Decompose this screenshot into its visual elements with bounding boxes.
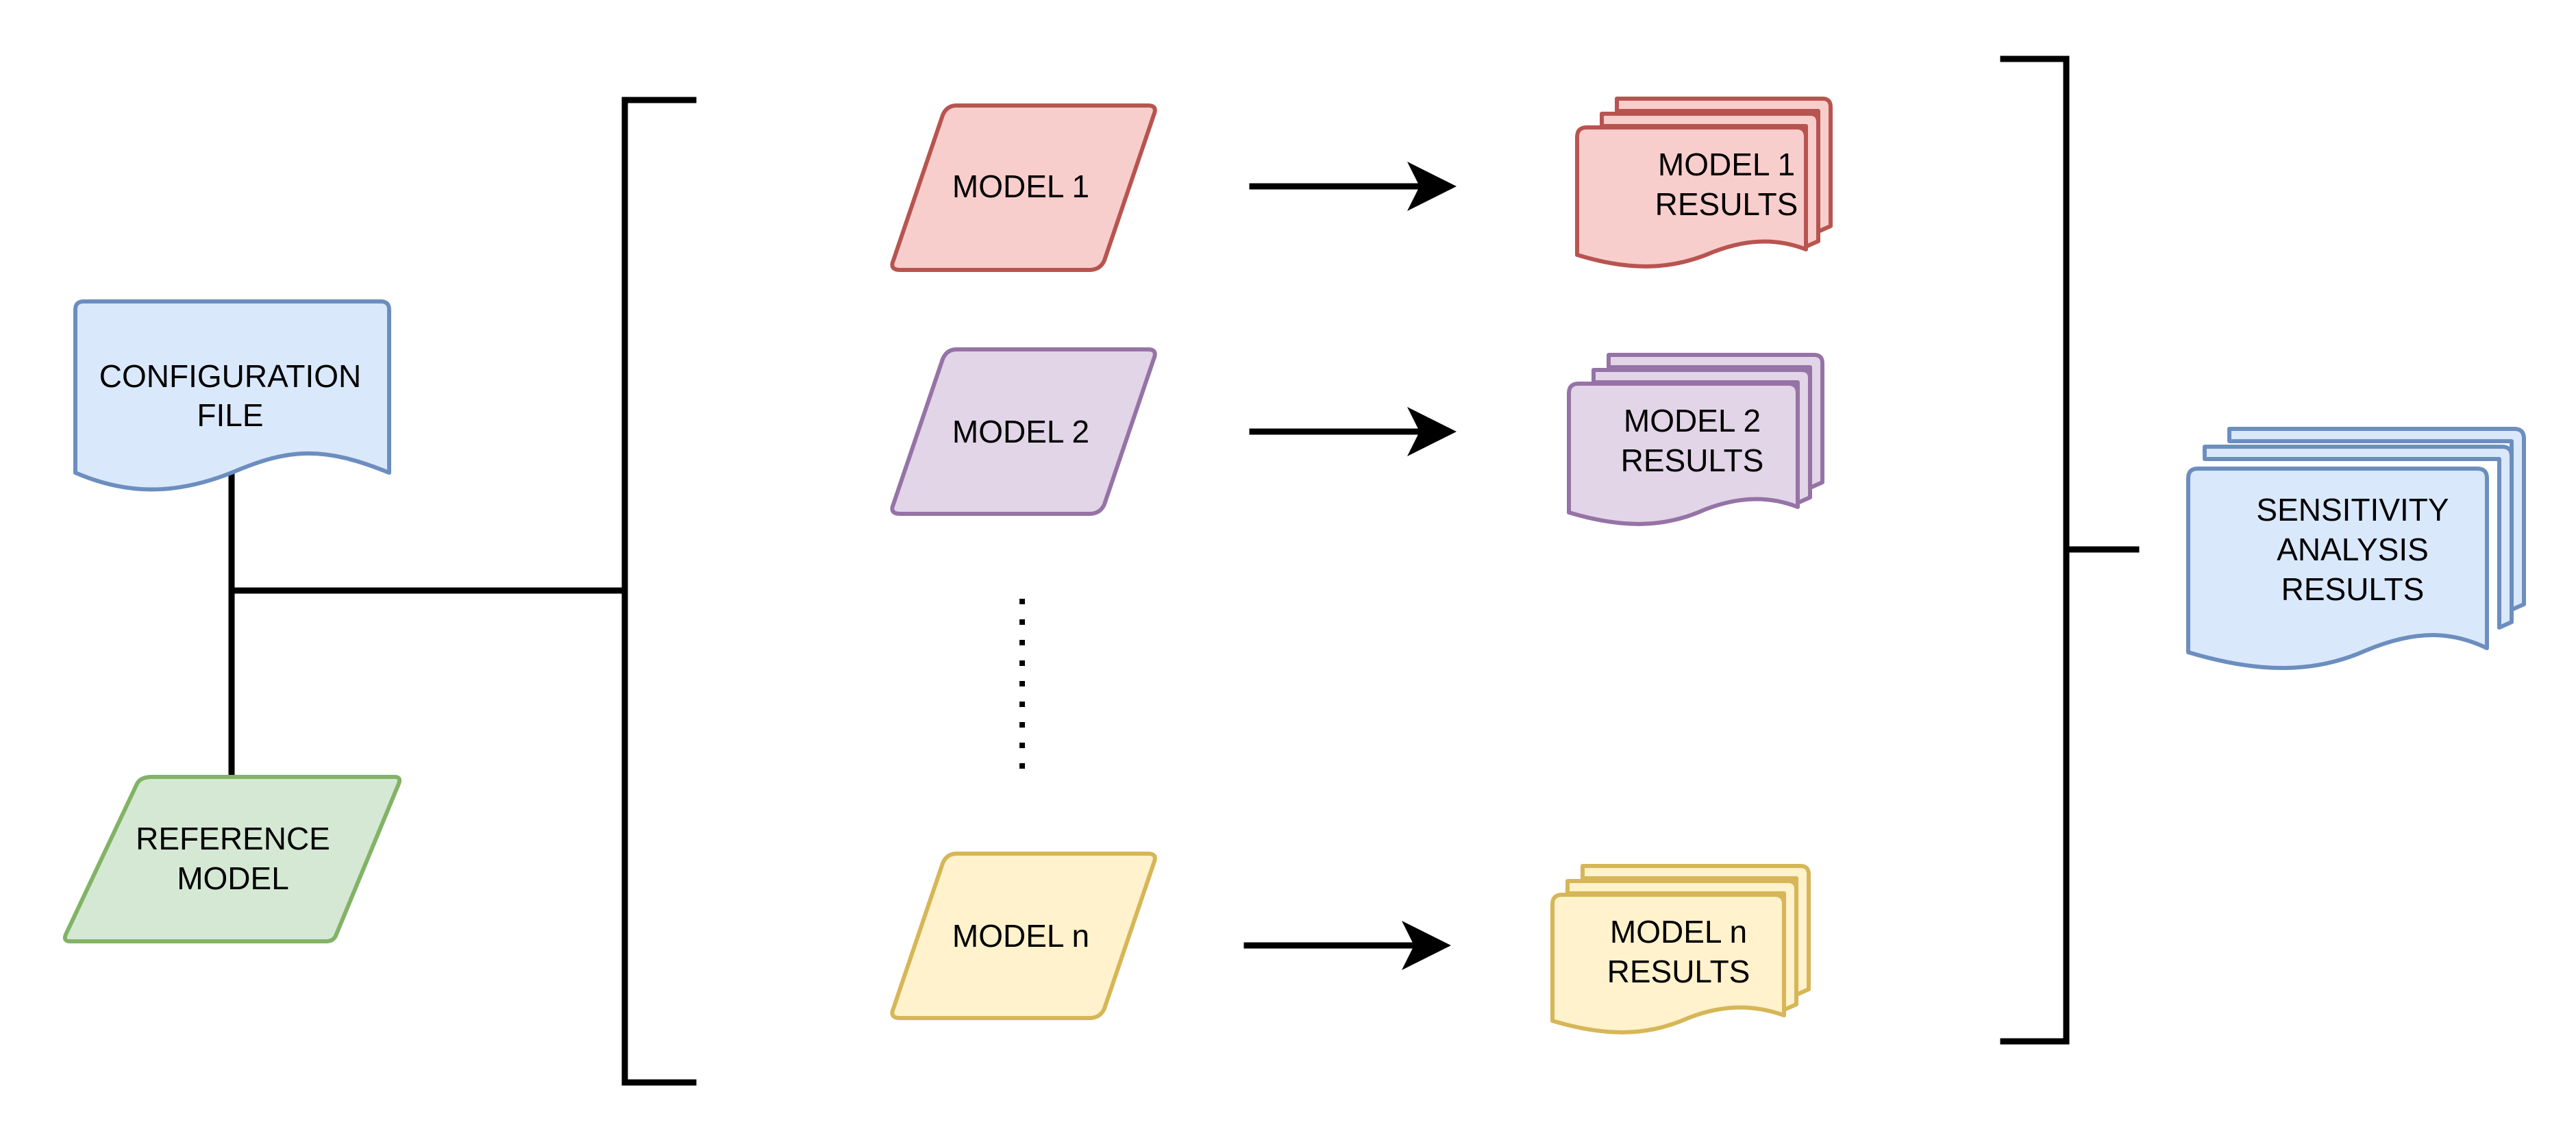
model-1-results-node: MODEL 1 RESULTS [1575,97,1833,269]
configuration-file-label-line2: FILE [197,397,263,433]
configuration-file-node: CONFIGURATION FILE [73,299,391,492]
multi-document-front-sheet [1567,382,1800,526]
model-n-label: MODEL n [952,918,1089,954]
parallelogram-icon [62,775,402,943]
sensitivity-label-line2: ANALYSIS [2277,532,2429,567]
right-bracket [2000,55,2070,1045]
multi-document-middle-sheet [2203,445,2514,630]
model-n-results-node: MODEL n RESULTS [1550,864,1811,1034]
model-1-results-label-line1: MODEL 1 [1658,147,1795,182]
model-n-node: MODEL n [890,852,1157,1020]
parallelogram-icon [890,852,1157,1020]
parallelogram-icon [890,347,1157,516]
multi-document-front-sheet [2186,467,2489,671]
multi-document-front-sheet [1575,125,1808,269]
model-1-label: MODEL 1 [952,169,1089,204]
model-1-results-label-line2: RESULTS [1655,186,1798,222]
model-n-results-label-line1: MODEL n [1610,914,1747,950]
reference-model-label-line2: MODEL [177,860,289,896]
model-2-results-label-line1: MODEL 2 [1624,403,1761,438]
model-2-results-node: MODEL 2 RESULTS [1567,353,1824,526]
configuration-file-label-line1: CONFIGURATION [99,358,361,394]
sensitivity-label-line1: SENSITIVITY [2256,492,2449,528]
reference-model-node: REFERENCE MODEL [62,775,402,943]
model-n-results-label-line2: RESULTS [1607,954,1750,989]
parallelogram-icon [890,103,1157,272]
multi-document-front-sheet [1550,893,1786,1034]
reference-model-label-line1: REFERENCE [136,821,330,856]
sensitivity-label-line3: RESULTS [2281,571,2425,607]
model-2-label: MODEL 2 [952,414,1089,449]
model-2-results-label-line2: RESULTS [1621,443,1764,478]
model-2-node: MODEL 2 [890,347,1157,516]
document-icon [73,299,391,492]
config-connectors [228,469,628,779]
model-1-node: MODEL 1 [890,103,1157,272]
sensitivity-results-node: SENSITIVITY ANALYSIS RESULTS [2186,427,2526,671]
left-bracket [621,97,697,1086]
